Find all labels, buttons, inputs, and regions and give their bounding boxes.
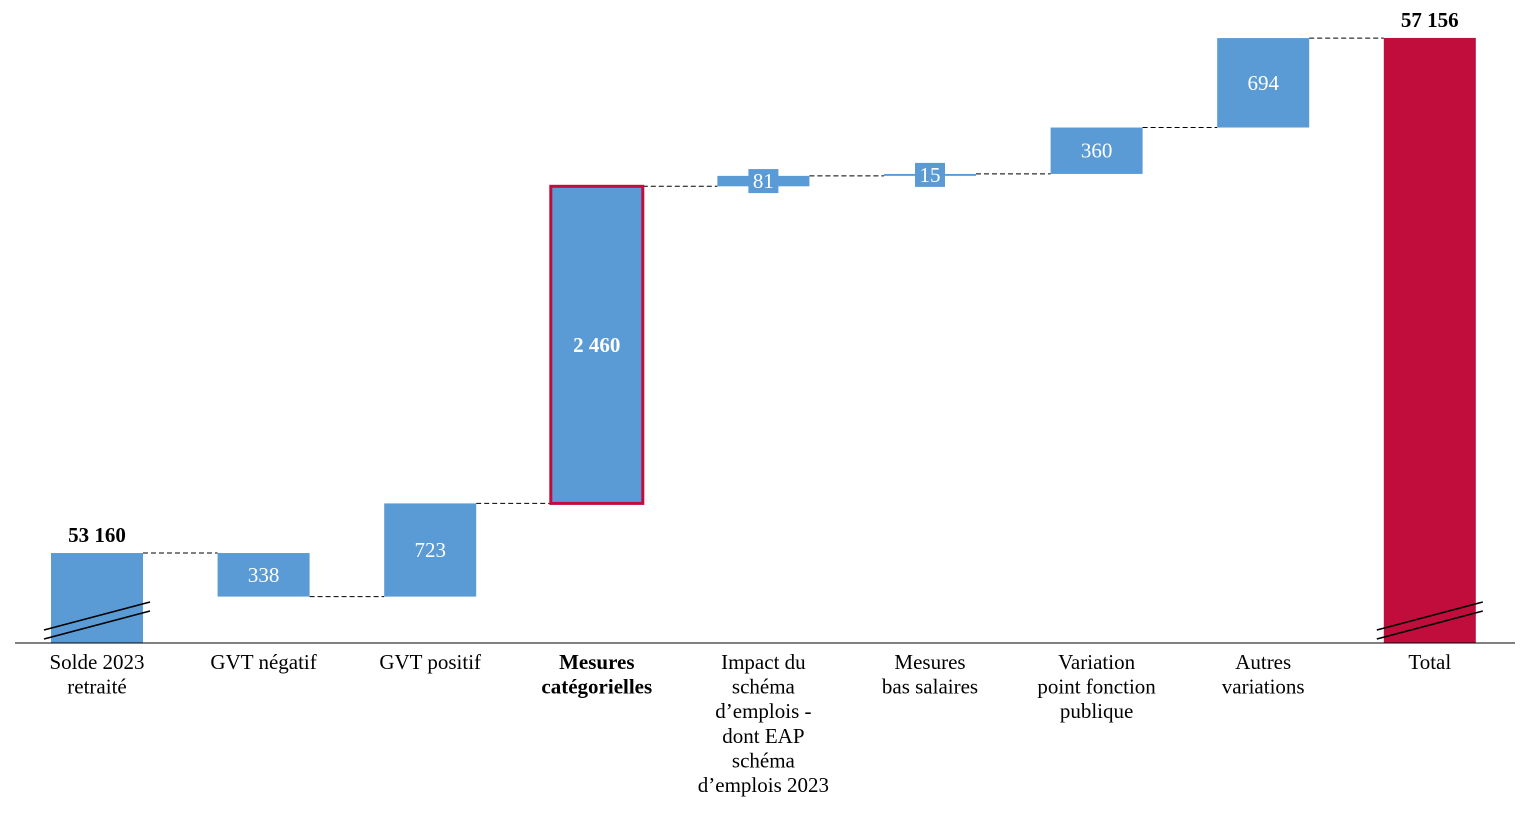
category-label-line: retraité: [67, 675, 126, 699]
data-label: 338: [248, 563, 280, 587]
category-label-line: schéma: [732, 675, 796, 699]
bar-7: [1217, 38, 1310, 128]
bar-8: [1383, 37, 1476, 643]
data-label: 57 156: [1401, 8, 1459, 32]
data-label-bg: [915, 162, 945, 187]
category-label-line: Autres: [1235, 650, 1291, 674]
data-label: 2 460: [573, 333, 620, 357]
axis-break-mark: [1376, 601, 1484, 631]
category-label-line: bas salaires: [882, 675, 978, 699]
bar-3: [549, 184, 645, 505]
bar-6: [1050, 127, 1143, 174]
axis-break-mark: [1376, 610, 1484, 640]
category-label: GVT négatif: [210, 650, 316, 674]
category-label-line: dont EAP: [722, 724, 804, 748]
category-label-line: Variation: [1058, 650, 1135, 674]
data-label: 694: [1247, 71, 1279, 95]
category-label-line: publique: [1060, 699, 1134, 723]
axis-break-mark: [43, 601, 151, 631]
bar-1: [217, 553, 310, 597]
data-label: 81: [753, 169, 774, 193]
bar-0: [51, 553, 143, 643]
category-label-line: point fonction: [1037, 675, 1156, 699]
category-label-line: Total: [1408, 650, 1451, 674]
data-label-bg: [748, 169, 779, 194]
category-label-line: Mesures: [559, 650, 634, 674]
data-label: 723: [414, 538, 446, 562]
category-label-line: d’emplois 2023: [698, 773, 829, 797]
category-label: Total: [1408, 650, 1451, 674]
category-label-line: Impact du: [721, 650, 806, 674]
bar-2: [384, 503, 477, 597]
data-label: 15: [920, 163, 941, 187]
category-label: GVT positif: [379, 650, 481, 674]
category-label-line: schéma: [732, 748, 796, 772]
category-label-line: Mesures: [894, 650, 965, 674]
category-label-line: catégorielles: [541, 675, 652, 699]
axis-break-mark: [43, 610, 151, 640]
category-label-line: variations: [1222, 675, 1305, 699]
data-label: 53 160: [68, 523, 126, 547]
category-label-line: GVT négatif: [210, 650, 316, 674]
category-label-line: GVT positif: [379, 650, 481, 674]
category-label-line: d’emplois -: [715, 699, 811, 723]
category-label-line: Solde 2023: [49, 650, 144, 674]
data-label: 360: [1081, 139, 1113, 163]
